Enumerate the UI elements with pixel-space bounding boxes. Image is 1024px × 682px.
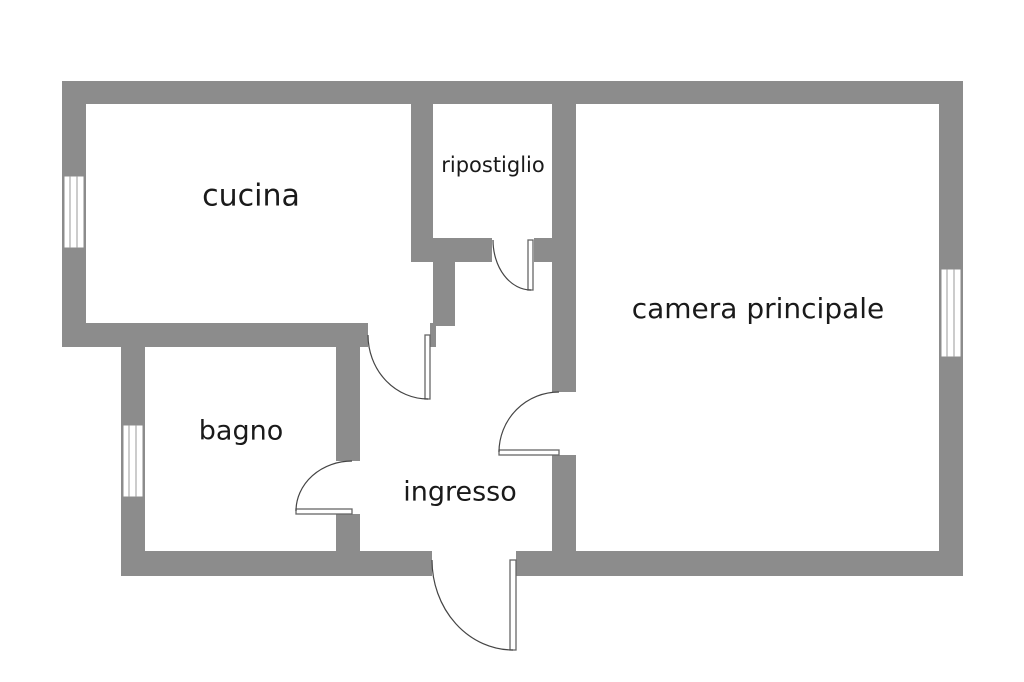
room-cucina-notch: [411, 262, 433, 323]
door-entrance[interactable]: [431, 559, 517, 651]
door-cucina[interactable]: [367, 334, 431, 400]
room-ingresso-lower: [360, 347, 552, 551]
windows: [63, 175, 962, 498]
label-camera-principale: camera principale: [632, 292, 885, 325]
label-ingresso: ingresso: [403, 477, 517, 508]
room-cucina: [86, 104, 411, 323]
opening-entrance: [432, 551, 516, 576]
opening-cucina: [368, 323, 430, 347]
label-ripostiglio: ripostiglio: [441, 153, 545, 177]
window-camera: [940, 268, 962, 358]
opening-camera: [552, 392, 576, 455]
room-camera: [576, 104, 939, 551]
room-ingresso-upper: [455, 262, 552, 348]
label-bagno: bagno: [199, 416, 283, 447]
room-ripostiglio: [433, 104, 552, 238]
door-camera[interactable]: [498, 391, 560, 456]
opening-ripostiglio: [492, 238, 534, 262]
window-cucina: [63, 175, 85, 249]
room-bagno: [145, 347, 336, 551]
opening-bagno: [336, 461, 360, 514]
label-cucina: cucina: [202, 179, 300, 214]
door-ripostiglio[interactable]: [492, 239, 534, 291]
door-bagno[interactable]: [295, 460, 353, 515]
room-labels: cucina ripostiglio camera principale bag…: [199, 153, 885, 508]
room-ingresso-connector: [436, 326, 455, 348]
doors: [295, 239, 560, 651]
rooms: [86, 104, 939, 551]
window-bagno: [122, 424, 144, 498]
door-openings: [336, 238, 576, 576]
